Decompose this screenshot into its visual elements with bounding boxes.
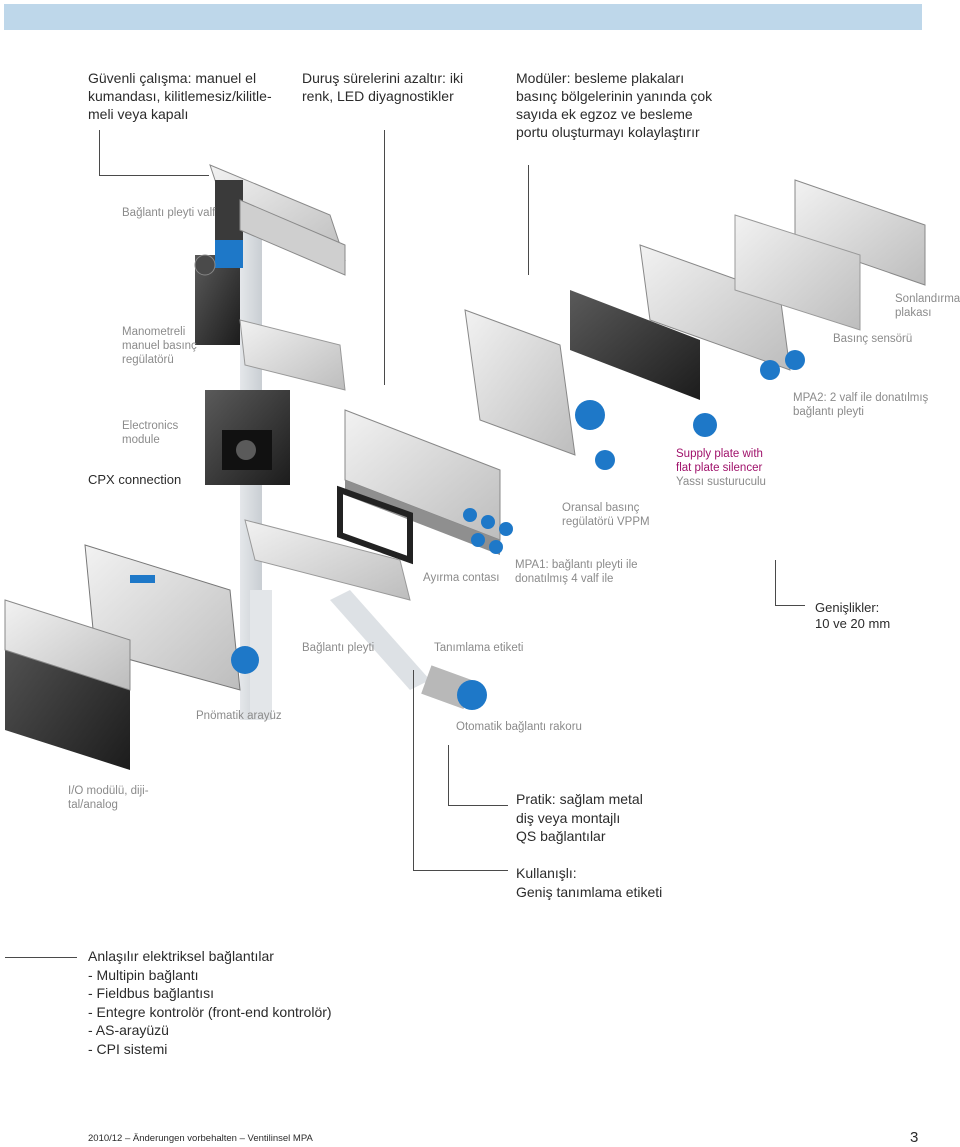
leader-line [448,805,508,806]
proportional-regulator [464,309,615,470]
header-safe-operation: Güvenli çalışma: manuel el kumandası, ki… [88,70,272,122]
leader-line [5,957,77,958]
separation-seal [337,485,413,565]
io-module [4,599,131,770]
label-mpa1: MPA1: bağlantı pleyti ile donatılmış 4 v… [515,559,638,585]
label-manometer-regulator: Manometreli manuel basınç regülatörü [122,326,197,366]
explode-track-diagonal [330,590,430,690]
leader-line [384,130,385,385]
footer-text: 2010/12 – Änderungen vorbehalten – Venti… [88,1133,313,1144]
label-pneumatic-interface: Pnömatik arayüz [196,710,282,722]
label-io-module: I/O modülü, diji- tal/analog [68,785,149,811]
header-downtime: Duruş sürelerini azaltır: iki renk, LED … [302,70,464,104]
leader-line [448,745,449,805]
pressure-sensor-block [734,214,861,331]
leader-line [775,560,776,605]
top-color-bar [4,4,922,30]
header-modular: Modüler: besleme plakaları basınç bölgel… [516,70,713,140]
leader-line [99,175,209,176]
note-electrical: Anlaşılır elektriksel bağlantılar - Mult… [88,948,332,1057]
label-connection-plate-valve: Bağlantı pleyti valf [122,207,216,219]
leader-line [413,870,508,871]
label-pressure-sensor: Basınç sensörü [833,333,913,345]
label-connection-plate: Bağlantı pleyti [302,642,375,654]
leader-line [775,605,805,606]
label-electronics-module: Electronics module [122,420,179,446]
manual-valve-top [209,164,346,276]
push-in-fitting [421,665,487,710]
label-id-label: Tanımlama etiketi [434,642,524,654]
leader-line [413,670,414,870]
label-push-in-fitting: Otomatik bağlantı rakoru [456,721,582,733]
label-end-plate: Sonlandırma plakası [895,293,960,319]
supply-plate-mpa2 [570,244,805,437]
label-mpa2: MPA2: 2 valf ile donatılmış bağlantı ple… [793,392,929,418]
page-number: 3 [910,1129,919,1146]
label-supply-plate: Supply plate with flat plate silencer [676,448,763,474]
note-convenient: Kullanışlı: Geniş tanımlama etiketi [516,865,663,900]
manometer-regulator [194,240,243,345]
label-cpx-connection: CPX connection [88,472,182,487]
label-proportional-regulator: Oransal basınç regülatörü VPPM [562,502,650,528]
label-flat-silencer: Yassı susturuculu [676,476,766,488]
leader-line [99,130,100,175]
connection-plate-small [239,319,346,391]
label-separation-seal: Ayırma contası [423,572,500,584]
label-widths: Genişlikler: 10 ve 20 mm [815,600,891,631]
leader-line [528,165,529,275]
end-plate [794,179,926,286]
valve-stack-mpa1 [344,409,513,555]
connection-plate-lower [244,519,411,601]
electronics-module [205,390,290,485]
note-practical: Pratik: sağlam metal diş veya montajlı Q… [516,791,643,844]
